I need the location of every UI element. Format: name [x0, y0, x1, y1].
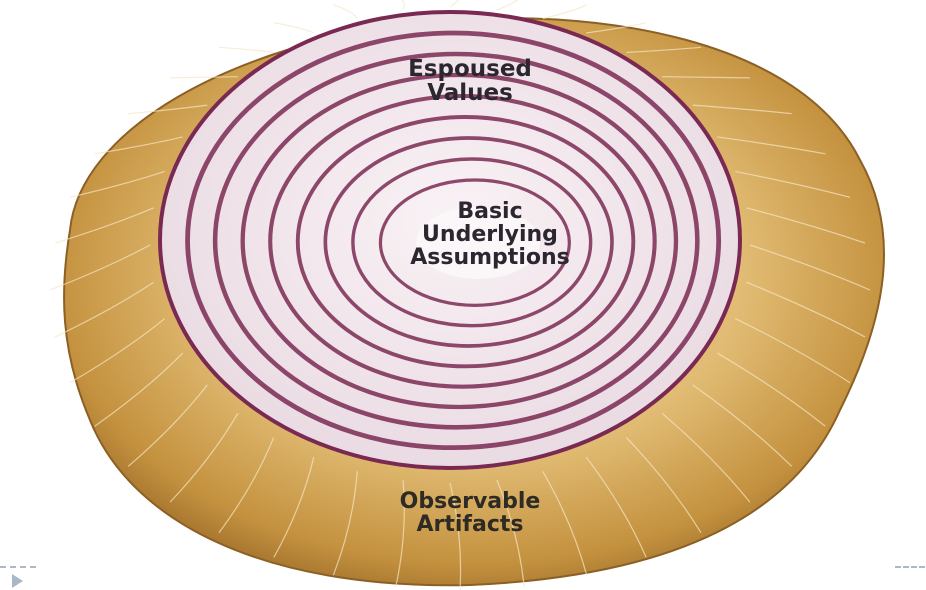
basic-assumptions-label: Basic Underlying Assumptions	[390, 200, 590, 269]
espoused-values-line-1: Espoused	[395, 57, 545, 81]
basic-assumptions-line-2: Underlying	[390, 223, 590, 246]
slide-divider-right	[895, 566, 925, 568]
espoused-values-line-2: Values	[395, 81, 545, 105]
skin-streak	[450, 0, 461, 7]
skin-streak	[497, 0, 524, 10]
observable-artifacts-line-1: Observable	[350, 490, 590, 513]
skin-streak	[333, 5, 357, 19]
skin-streak	[543, 5, 587, 19]
skin-streak	[219, 47, 274, 52]
slide-play-icon[interactable]	[12, 574, 23, 588]
basic-assumptions-line-1: Basic	[390, 200, 590, 223]
observable-artifacts-label: Observable Artifacts	[350, 490, 590, 536]
observable-artifacts-line-2: Artifacts	[350, 513, 590, 536]
espoused-values-label: Espoused Values	[395, 57, 545, 105]
slide-divider-left	[0, 566, 36, 568]
skin-streak	[396, 0, 404, 10]
basic-assumptions-line-3: Assumptions	[390, 246, 590, 269]
skin-streak	[274, 23, 314, 33]
